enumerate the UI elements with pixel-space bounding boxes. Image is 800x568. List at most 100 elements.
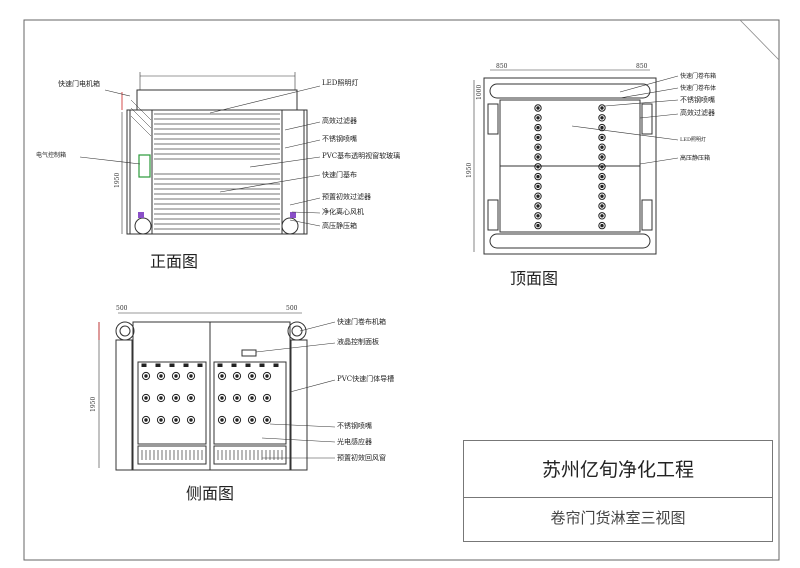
nozzle-icon <box>534 163 542 171</box>
nozzle-center <box>536 125 540 130</box>
side-nozzle-icon <box>247 415 257 425</box>
nozzle-center <box>536 194 540 198</box>
nozzle-icon <box>534 104 542 112</box>
label-static-box: 高压静压箱 <box>322 222 357 230</box>
label-hepa-filter: 高效过滤器 <box>322 117 357 125</box>
side-nozzle-center <box>265 396 269 400</box>
side-nozzle-center <box>189 374 193 378</box>
nozzle-icon <box>598 182 606 191</box>
nozzle-center <box>536 204 540 208</box>
label-pre-filter: 预置初效过滤器 <box>322 193 371 201</box>
nozzle-icon <box>598 202 606 210</box>
nozzle-bracket <box>259 363 265 367</box>
nozzle-icon <box>598 163 606 171</box>
nozzle-icon <box>598 221 606 230</box>
drawing-name: 卷帘门货淋室三视图 <box>550 509 686 527</box>
label-roll-machine-box: 快速门卷布机箱 <box>337 318 386 326</box>
side-nozzle-icon <box>141 371 151 381</box>
side-nozzle-center <box>159 374 163 378</box>
nozzle-bracket <box>169 363 175 367</box>
nozzle-icon <box>534 153 542 161</box>
label-top-hepa-filter: 高效过滤器 <box>680 109 715 117</box>
label-ss-nozzle: 不锈钢喷嘴 <box>322 135 357 143</box>
side-nozzle-icon <box>186 393 196 403</box>
side-nozzle-center <box>189 418 193 422</box>
title-block-divider <box>464 497 772 498</box>
side-nozzle-icon <box>217 415 227 425</box>
side-nozzle-center <box>174 396 178 400</box>
side-nozzle-icon <box>156 393 166 403</box>
label-door-fabric: 快速门基布 <box>322 171 357 179</box>
top-dim-depth: 1950 <box>466 162 473 178</box>
side-nozzle-center <box>174 418 178 422</box>
nozzle-icon <box>598 123 606 132</box>
nozzle-icon <box>534 133 542 142</box>
label-led-light: LED照明灯 <box>322 79 359 87</box>
side-nozzle-center <box>159 396 163 400</box>
nozzle-icon <box>598 114 606 122</box>
nozzle-center <box>536 184 540 189</box>
side-nozzle-center <box>250 418 254 422</box>
side-nozzle-icon <box>141 393 151 403</box>
side-nozzle-center <box>250 396 254 400</box>
side-nozzle-icon <box>186 415 196 425</box>
side-nozzle-icon <box>247 371 257 381</box>
nozzle-bracket <box>273 363 279 367</box>
nozzle-icon <box>534 202 542 210</box>
top-view-drawing <box>473 69 679 255</box>
nozzle-icon <box>598 143 606 151</box>
nozzle-center <box>536 223 540 228</box>
side-nozzle-center <box>144 396 148 400</box>
front-view-drawing <box>126 72 308 235</box>
top-dim-a: 850 <box>496 63 508 70</box>
nozzle-bracket <box>183 363 189 367</box>
side-nozzle-center <box>189 396 193 400</box>
nozzle-bracket <box>245 363 251 367</box>
sheet-frame <box>23 19 780 561</box>
nozzle-center <box>536 155 540 159</box>
nozzle-center <box>600 204 604 208</box>
nozzle-icon <box>534 192 542 200</box>
nozzle-center <box>536 116 540 120</box>
nozzle-center <box>536 135 540 140</box>
side-nozzle-icon <box>171 393 181 403</box>
side-nozzle-icon <box>217 393 227 403</box>
front-view-slats <box>154 113 280 230</box>
side-nozzle-icon <box>262 415 272 425</box>
nozzle-icon <box>534 221 542 230</box>
side-nozzle-icon <box>171 415 181 425</box>
nozzle-center <box>536 174 540 179</box>
nozzle-bracket <box>141 363 147 367</box>
company-name: 苏州亿旬净化工程 <box>541 459 694 481</box>
nozzle-icon <box>534 212 542 220</box>
nozzle-bracket <box>217 363 223 367</box>
side-nozzle-center <box>220 396 224 400</box>
side-dim-right: 500 <box>286 305 298 312</box>
nozzle-icon <box>598 153 606 161</box>
side-nozzle-center <box>235 418 239 422</box>
side-nozzle-icon <box>156 415 166 425</box>
side-nozzle-icon <box>217 371 227 381</box>
nozzle-icon <box>598 133 606 142</box>
label-door-motor-box: 快速门电机箱 <box>58 80 100 88</box>
top-dim-b: 850 <box>636 63 648 70</box>
nozzle-icon <box>534 114 542 122</box>
side-nozzle-center <box>235 374 239 378</box>
nozzle-center <box>600 214 604 218</box>
side-nozzle-center <box>265 374 269 378</box>
label-pvc-window: PVC基布透明视窗软玻璃 <box>322 152 401 160</box>
top-view-title: 顶面图 <box>510 269 559 288</box>
side-nozzle-center <box>235 396 239 400</box>
front-dim-height: 1950 <box>114 172 121 188</box>
side-nozzle-icon <box>232 393 242 403</box>
label-top-led-light: LED照明灯 <box>680 137 706 143</box>
nozzle-center <box>600 194 604 198</box>
side-nozzle-center <box>144 418 148 422</box>
side-view-nozzles <box>141 363 279 425</box>
nozzle-icon <box>534 172 542 181</box>
nozzle-center <box>600 165 604 169</box>
label-sensor: 光电感应器 <box>337 438 372 446</box>
nozzle-center <box>600 135 604 140</box>
nozzle-icon <box>598 172 606 181</box>
